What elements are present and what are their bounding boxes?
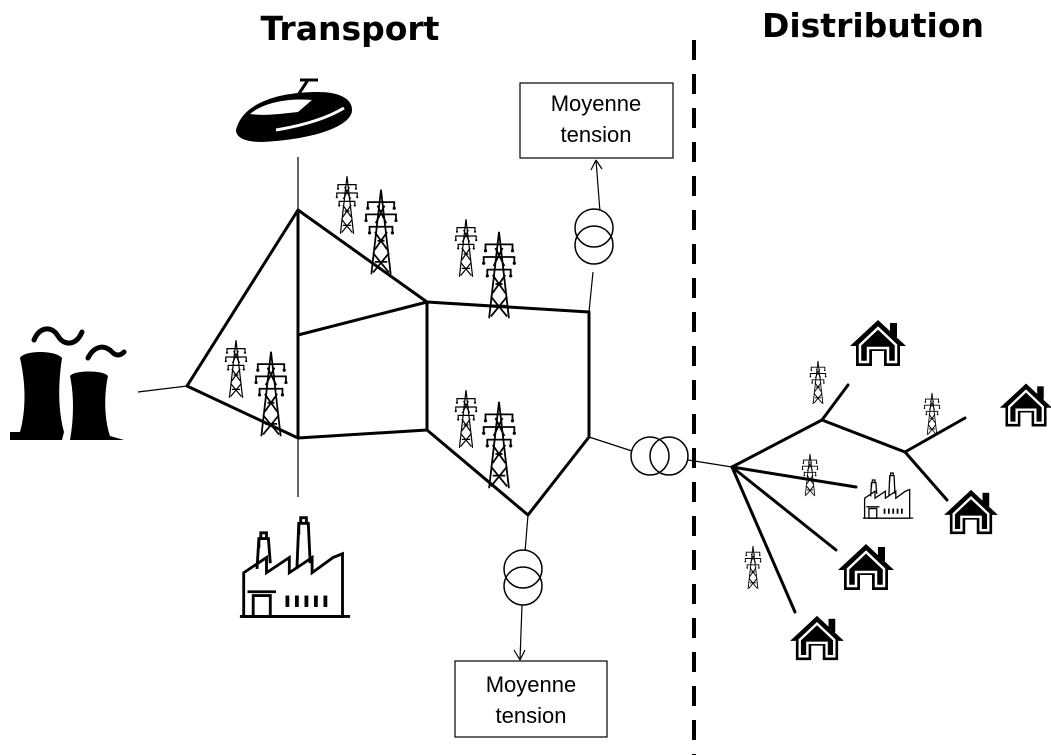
electricity-pylon-icon [335, 175, 359, 235]
voltage-box-bottom: Moyenne tension [454, 660, 608, 738]
house-icon [836, 542, 896, 592]
voltage-box-top-line1: Moyenne [551, 91, 642, 116]
electricity-pylon-icon [808, 360, 828, 405]
transformer-symbol-icon [630, 436, 689, 476]
voltage-box-top-line2: tension [561, 122, 632, 147]
voltage-box-top: Moyenne tension [519, 82, 674, 159]
factory-icon [238, 516, 352, 618]
electricity-pylon-icon [801, 453, 819, 497]
house-icon [998, 382, 1051, 428]
transformer-symbol-icon [574, 208, 614, 265]
electricity-pylon-icon [454, 389, 478, 449]
connection-lines [137, 157, 733, 661]
power-plant-cooling-towers-icon [10, 326, 127, 440]
electricity-pylon-icon [454, 218, 478, 278]
factory-small-icon [862, 472, 914, 519]
electricity-pylon-icon [481, 400, 517, 490]
electricity-pylon-icon [923, 392, 941, 436]
electricity-pylon-icon [743, 545, 763, 590]
voltage-box-bottom-line2: tension [496, 703, 567, 728]
house-icon [942, 488, 1000, 536]
voltage-box-bottom-line1: Moyenne [486, 672, 577, 697]
transport-heading: Transport [261, 9, 440, 48]
distribution-heading: Distribution [762, 6, 984, 45]
electricity-pylon-icon [253, 350, 289, 438]
house-icon [848, 318, 908, 368]
transformer-symbol-icon [503, 549, 543, 606]
house-icon [788, 614, 846, 662]
distribution-network [730, 383, 967, 614]
high-speed-train-icon [236, 78, 352, 142]
transmission-network [185, 208, 591, 517]
electricity-pylon-icon [224, 339, 248, 399]
